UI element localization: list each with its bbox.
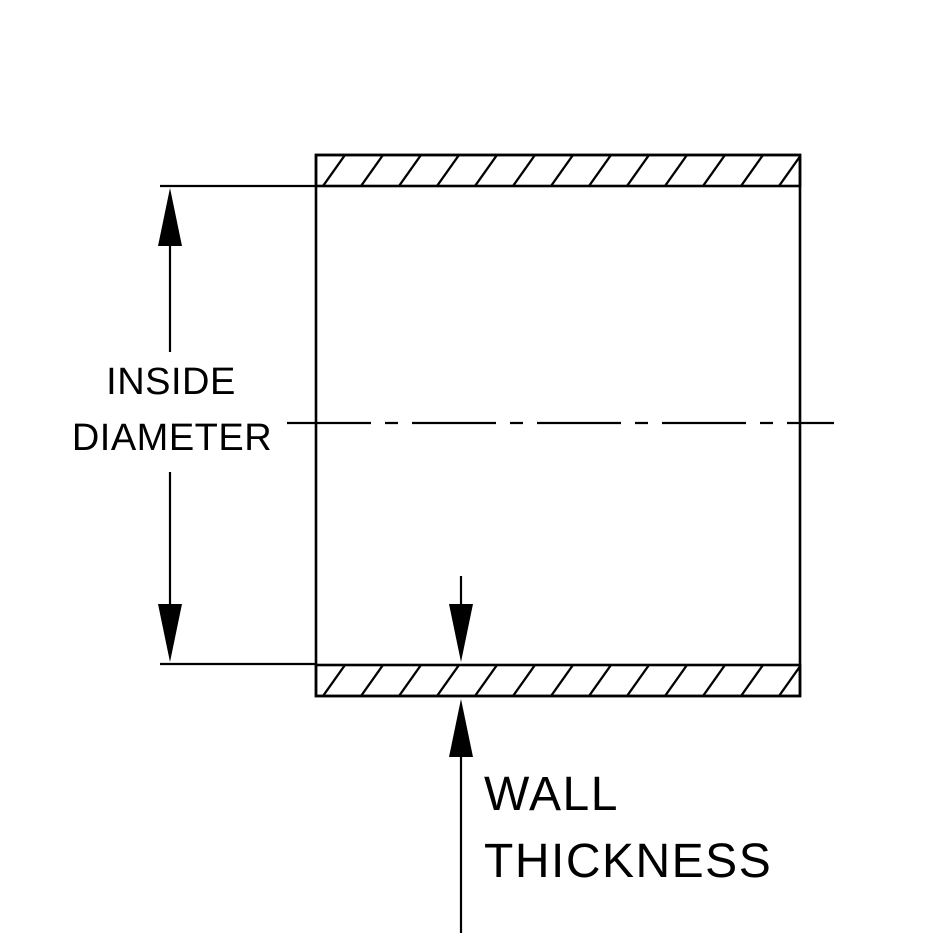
- arrow-up-icon: [449, 699, 473, 757]
- wall-thickness-label-line1: WALL: [484, 768, 619, 821]
- wall-thickness-dimension: WALL THICKNESS: [449, 576, 772, 933]
- wall-thickness-label-line2: THICKNESS: [484, 835, 772, 888]
- tube-outline: [314, 153, 802, 698]
- tube-cross-section: [287, 153, 834, 698]
- tube-wall-bottom-hatched: [314, 663, 802, 698]
- inside-diameter-label-line1: INSIDE: [106, 361, 236, 403]
- arrow-down-icon: [158, 604, 182, 662]
- inside-diameter-dimension: INSIDE DIAMETER: [72, 184, 316, 666]
- arrow-down-icon: [449, 604, 473, 662]
- tube-wall-top-hatched: [314, 153, 802, 188]
- arrow-up-icon: [158, 188, 182, 246]
- inside-diameter-label-line2: DIAMETER: [72, 417, 272, 459]
